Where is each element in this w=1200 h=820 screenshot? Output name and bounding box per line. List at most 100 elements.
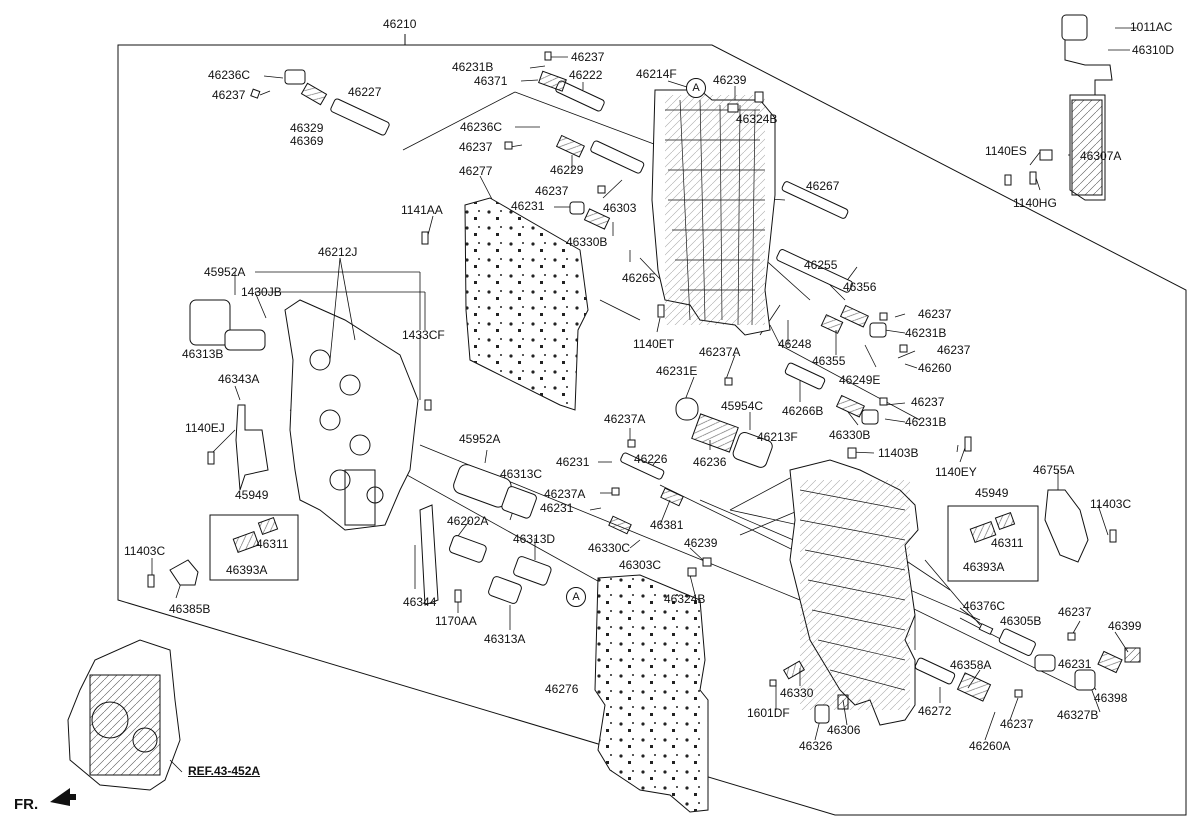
callout-46231E[interactable]: 46231E bbox=[656, 364, 698, 378]
callout-46260[interactable]: 46260 bbox=[918, 361, 952, 375]
callout-46237[interactable]: 46237 bbox=[1058, 605, 1092, 619]
callout-46249E[interactable]: 46249E bbox=[839, 373, 881, 387]
reference-link-transmission[interactable]: REF.43-452A bbox=[188, 764, 260, 778]
callout-46237A[interactable]: 46237A bbox=[699, 345, 741, 359]
callout-46356[interactable]: 46356 bbox=[843, 280, 877, 294]
callout-46327B[interactable]: 46327B bbox=[1057, 708, 1099, 722]
callout-46276[interactable]: 46276 bbox=[545, 682, 579, 696]
callout-46214F[interactable]: 46214F bbox=[636, 67, 677, 81]
callout-46329[interactable]: 46329 bbox=[290, 121, 324, 135]
callout-46324B[interactable]: 46324B bbox=[664, 592, 706, 606]
callout-46307A[interactable]: 46307A bbox=[1080, 149, 1122, 163]
callout-46227[interactable]: 46227 bbox=[348, 85, 382, 99]
callout-46376C[interactable]: 46376C bbox=[963, 599, 1006, 613]
callout-46222[interactable]: 46222 bbox=[569, 68, 603, 82]
callout-46239[interactable]: 46239 bbox=[684, 536, 718, 550]
callout-46255[interactable]: 46255 bbox=[804, 258, 838, 272]
callout-46385B[interactable]: 46385B bbox=[169, 602, 211, 616]
callout-46381[interactable]: 46381 bbox=[650, 518, 684, 532]
callout-1140HG[interactable]: 1140HG bbox=[1013, 196, 1057, 210]
callout-46236C[interactable]: 46236C bbox=[208, 68, 251, 82]
reference-marker-a[interactable]: A bbox=[566, 587, 586, 607]
callout-46303C[interactable]: 46303C bbox=[619, 558, 662, 572]
callout-46369[interactable]: 46369 bbox=[290, 134, 324, 148]
callout-1011AC[interactable]: 1011AC bbox=[1130, 20, 1173, 34]
callout-46237[interactable]: 46237 bbox=[911, 395, 945, 409]
callout-46237[interactable]: 46237 bbox=[937, 343, 971, 357]
callout-45952A[interactable]: 45952A bbox=[459, 432, 501, 446]
callout-46237[interactable]: 46237 bbox=[535, 184, 569, 198]
callout-11403C[interactable]: 11403C bbox=[1090, 497, 1132, 511]
callout-46313C[interactable]: 46313C bbox=[500, 467, 543, 481]
callout-46237[interactable]: 46237 bbox=[918, 307, 952, 321]
callout-46231B[interactable]: 46231B bbox=[905, 415, 947, 429]
callout-46231[interactable]: 46231 bbox=[556, 455, 590, 469]
callout-46237[interactable]: 46237 bbox=[1000, 717, 1034, 731]
callout-46231[interactable]: 46231 bbox=[1058, 657, 1092, 671]
callout-46330B[interactable]: 46330B bbox=[566, 235, 608, 249]
callout-1601DF[interactable]: 1601DF bbox=[747, 706, 790, 720]
callout-46344[interactable]: 46344 bbox=[403, 595, 437, 609]
callout-45949[interactable]: 45949 bbox=[235, 488, 269, 502]
callout-46272[interactable]: 46272 bbox=[918, 704, 952, 718]
callout-46237A[interactable]: 46237A bbox=[604, 412, 646, 426]
callout-46236[interactable]: 46236 bbox=[693, 455, 727, 469]
reference-marker-a[interactable]: A bbox=[686, 78, 706, 98]
callout-46326[interactable]: 46326 bbox=[799, 739, 833, 753]
callout-46266B[interactable]: 46266B bbox=[782, 404, 824, 418]
callout-46330B[interactable]: 46330B bbox=[829, 428, 871, 442]
callout-1140EY[interactable]: 1140EY bbox=[935, 465, 977, 479]
callout-46260A[interactable]: 46260A bbox=[969, 739, 1011, 753]
callout-46277[interactable]: 46277 bbox=[459, 164, 493, 178]
callout-45954C[interactable]: 45954C bbox=[721, 399, 764, 413]
callout-46393A[interactable]: 46393A bbox=[226, 563, 268, 577]
callout-46236C[interactable]: 46236C bbox=[460, 120, 503, 134]
callout-46371[interactable]: 46371 bbox=[474, 74, 508, 88]
callout-46306[interactable]: 46306 bbox=[827, 723, 861, 737]
callout-46202A[interactable]: 46202A bbox=[447, 514, 489, 528]
callout-46231B[interactable]: 46231B bbox=[905, 326, 947, 340]
callout-46324B[interactable]: 46324B bbox=[736, 112, 778, 126]
callout-46305B[interactable]: 46305B bbox=[1000, 614, 1042, 628]
callout-46311[interactable]: 46311 bbox=[991, 536, 1024, 550]
callout-46231B[interactable]: 46231B bbox=[452, 60, 494, 74]
callout-46265[interactable]: 46265 bbox=[622, 271, 656, 285]
callout-1140ES[interactable]: 1140ES bbox=[985, 144, 1027, 158]
callout-1140ET[interactable]: 1140ET bbox=[633, 337, 675, 351]
callout-46343A[interactable]: 46343A bbox=[218, 372, 260, 386]
callout-46355[interactable]: 46355 bbox=[812, 354, 846, 368]
callout-46313A[interactable]: 46313A bbox=[484, 632, 526, 646]
callout-46755A[interactable]: 46755A bbox=[1033, 463, 1075, 477]
callout-46226[interactable]: 46226 bbox=[634, 452, 668, 466]
callout-46303[interactable]: 46303 bbox=[603, 201, 637, 215]
callout-46399[interactable]: 46399 bbox=[1108, 619, 1142, 633]
callout-46358A[interactable]: 46358A bbox=[950, 658, 992, 672]
callout-46330[interactable]: 46330 bbox=[780, 686, 814, 700]
callout-1141AA[interactable]: 1141AA bbox=[401, 203, 443, 217]
callout-46237A[interactable]: 46237A bbox=[544, 487, 586, 501]
callout-1433CF[interactable]: 1433CF bbox=[402, 328, 445, 342]
callout-46231[interactable]: 46231 bbox=[540, 501, 574, 515]
callout-46313B[interactable]: 46313B bbox=[182, 347, 224, 361]
callout-46310D[interactable]: 46310D bbox=[1132, 43, 1175, 57]
callout-1140EJ[interactable]: 1140EJ bbox=[185, 421, 225, 435]
callout-11403B[interactable]: 11403B bbox=[878, 446, 919, 460]
callout-46311[interactable]: 46311 bbox=[256, 537, 289, 551]
callout-46213F[interactable]: 46213F bbox=[757, 430, 798, 444]
callout-46237[interactable]: 46237 bbox=[212, 88, 246, 102]
callout-46267[interactable]: 46267 bbox=[806, 179, 840, 193]
callout-1170AA[interactable]: 1170AA bbox=[435, 614, 477, 628]
callout-46393A[interactable]: 46393A bbox=[963, 560, 1005, 574]
callout-46398[interactable]: 46398 bbox=[1094, 691, 1128, 705]
callout-45952A[interactable]: 45952A bbox=[204, 265, 246, 279]
callout-1430JB[interactable]: 1430JB bbox=[241, 285, 282, 299]
callout-46212J[interactable]: 46212J bbox=[318, 245, 358, 259]
callout-46248[interactable]: 46248 bbox=[778, 337, 812, 351]
callout-46229[interactable]: 46229 bbox=[550, 163, 584, 177]
reference-label[interactable]: REF.43-452A bbox=[188, 764, 261, 778]
callout-46237[interactable]: 46237 bbox=[459, 140, 493, 154]
callout-45949[interactable]: 45949 bbox=[975, 486, 1009, 500]
callout-46313D[interactable]: 46313D bbox=[513, 532, 556, 546]
callout-46330C[interactable]: 46330C bbox=[588, 541, 631, 555]
callout-46231[interactable]: 46231 bbox=[511, 199, 545, 213]
